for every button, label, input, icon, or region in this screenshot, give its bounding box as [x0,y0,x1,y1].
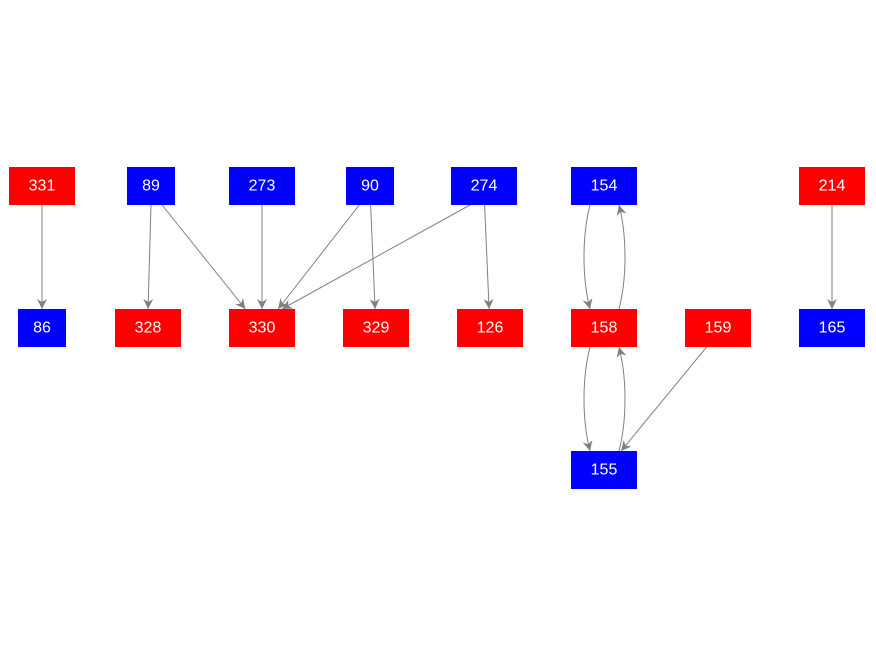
edge-274-to-330 [281,204,471,310]
node-158[interactable]: 158 [571,309,637,347]
node-label: 165 [819,320,846,337]
edge-159-to-155 [620,346,707,452]
node-label: 126 [477,320,504,337]
node-274[interactable]: 274 [451,167,517,205]
node-box [571,309,637,347]
node-330[interactable]: 330 [229,309,295,347]
node-box [115,309,181,347]
nodes-layer: 331 89 273 90 274 154 214 86 328 330 329 126 158 159 1… [9,167,865,489]
node-label: 90 [361,178,379,195]
node-box [9,167,75,205]
node-154[interactable]: 154 [571,167,637,205]
node-box [799,309,865,347]
node-89[interactable]: 89 [127,167,175,205]
node-label: 155 [591,462,618,479]
edge-154-to-158 [582,204,593,310]
node-box [229,309,295,347]
node-214[interactable]: 214 [799,167,865,205]
node-label: 158 [591,320,618,337]
node-159[interactable]: 159 [685,309,751,347]
node-box [229,167,295,205]
node-label: 214 [819,178,846,195]
edges-layer [37,204,837,452]
node-label: 330 [249,320,276,337]
edge-89-to-330 [161,204,246,310]
node-273[interactable]: 273 [229,167,295,205]
node-label: 274 [471,178,498,195]
node-box [346,167,394,205]
node-329[interactable]: 329 [343,309,409,347]
node-label: 154 [591,178,618,195]
node-165[interactable]: 165 [799,309,865,347]
edge-158-to-154 [616,204,627,310]
node-label: 273 [249,178,276,195]
node-label: 159 [705,320,732,337]
node-box [343,309,409,347]
edge-90-to-329 [369,204,380,310]
edge-155-to-158 [616,346,627,452]
edge-90-to-330 [277,204,360,310]
node-box [451,167,517,205]
node-label: 328 [135,320,162,337]
node-331[interactable]: 331 [9,167,75,205]
node-box [18,309,66,347]
node-box [127,167,175,205]
node-126[interactable]: 126 [457,309,523,347]
node-label: 89 [142,178,160,195]
node-90[interactable]: 90 [346,167,394,205]
edge-274-to-126 [483,204,494,310]
node-box [799,167,865,205]
edge-158-to-155 [582,346,593,452]
node-box [571,451,637,489]
node-box [571,167,637,205]
node-label: 329 [363,320,390,337]
node-box [457,309,523,347]
node-155[interactable]: 155 [571,451,637,489]
edge-89-to-328 [143,204,154,310]
node-86[interactable]: 86 [18,309,66,347]
node-label: 331 [29,178,56,195]
node-label: 86 [33,320,51,337]
node-box [685,309,751,347]
node-328[interactable]: 328 [115,309,181,347]
